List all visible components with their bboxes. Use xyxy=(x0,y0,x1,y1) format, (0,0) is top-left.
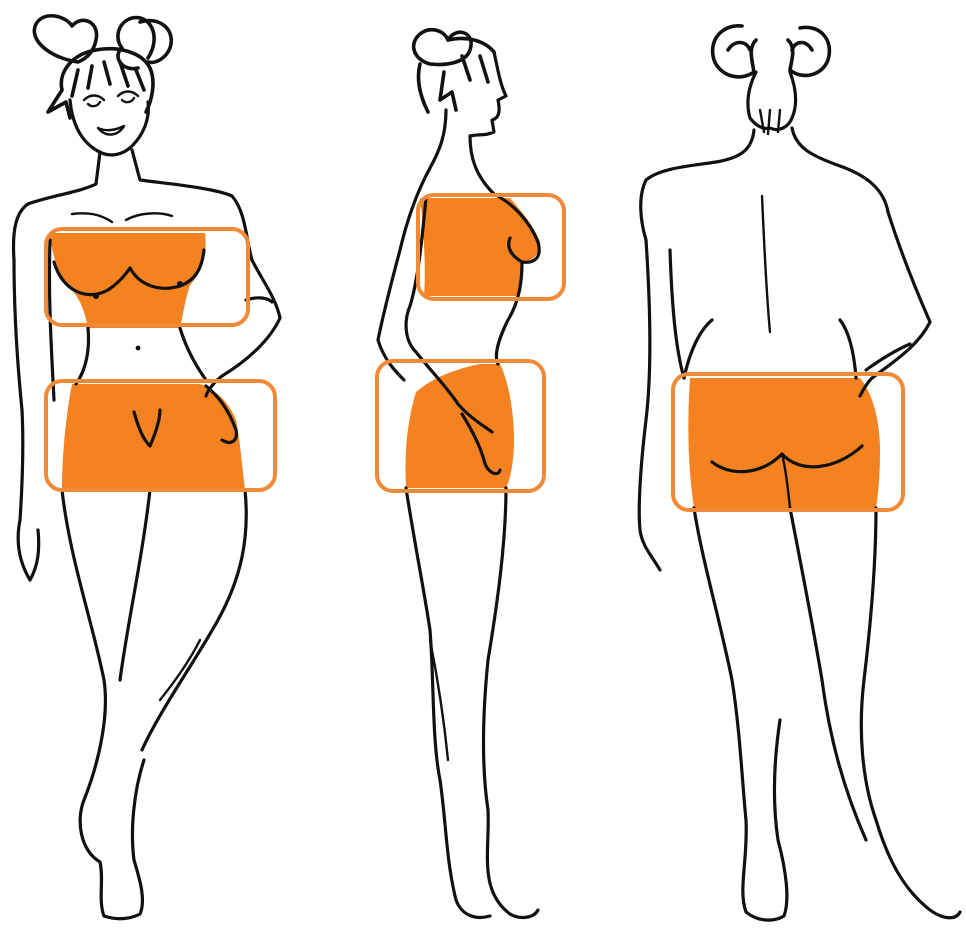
side-hair xyxy=(418,39,494,113)
back-buttocks-highlight xyxy=(688,378,880,508)
back-spine xyxy=(762,196,770,332)
back-hair-strands xyxy=(760,110,780,134)
back-leg-left xyxy=(694,508,787,920)
front-view-figure xyxy=(14,16,280,919)
front-collarbones xyxy=(72,213,172,222)
front-chest-highlight xyxy=(50,233,206,328)
front-mouth xyxy=(98,126,124,135)
front-knee xyxy=(160,640,200,700)
side-face xyxy=(470,52,506,136)
front-nipple-right xyxy=(177,281,183,287)
back-hair-bun-left xyxy=(713,26,756,77)
side-leg-back xyxy=(406,488,490,917)
back-leg-inner xyxy=(790,508,866,840)
front-eye-left xyxy=(84,96,104,107)
back-head xyxy=(748,72,796,130)
front-hair-bun-left xyxy=(34,16,96,62)
back-arm-left xyxy=(639,240,684,570)
front-leg-left xyxy=(62,490,144,919)
front-face xyxy=(70,100,148,155)
front-nipple-left xyxy=(93,293,99,299)
front-navel xyxy=(136,346,141,351)
side-hips-highlight xyxy=(405,364,514,488)
front-waist xyxy=(76,328,206,384)
front-leg-right xyxy=(120,490,246,750)
back-arm-right xyxy=(860,212,930,396)
side-neck xyxy=(430,110,494,194)
side-view-figure xyxy=(377,30,564,918)
back-view-figure xyxy=(639,26,960,920)
side-leg-front xyxy=(484,488,539,917)
front-eye-right xyxy=(118,92,138,103)
back-hair-bun-right xyxy=(788,27,829,75)
back-leg-right xyxy=(861,508,960,918)
